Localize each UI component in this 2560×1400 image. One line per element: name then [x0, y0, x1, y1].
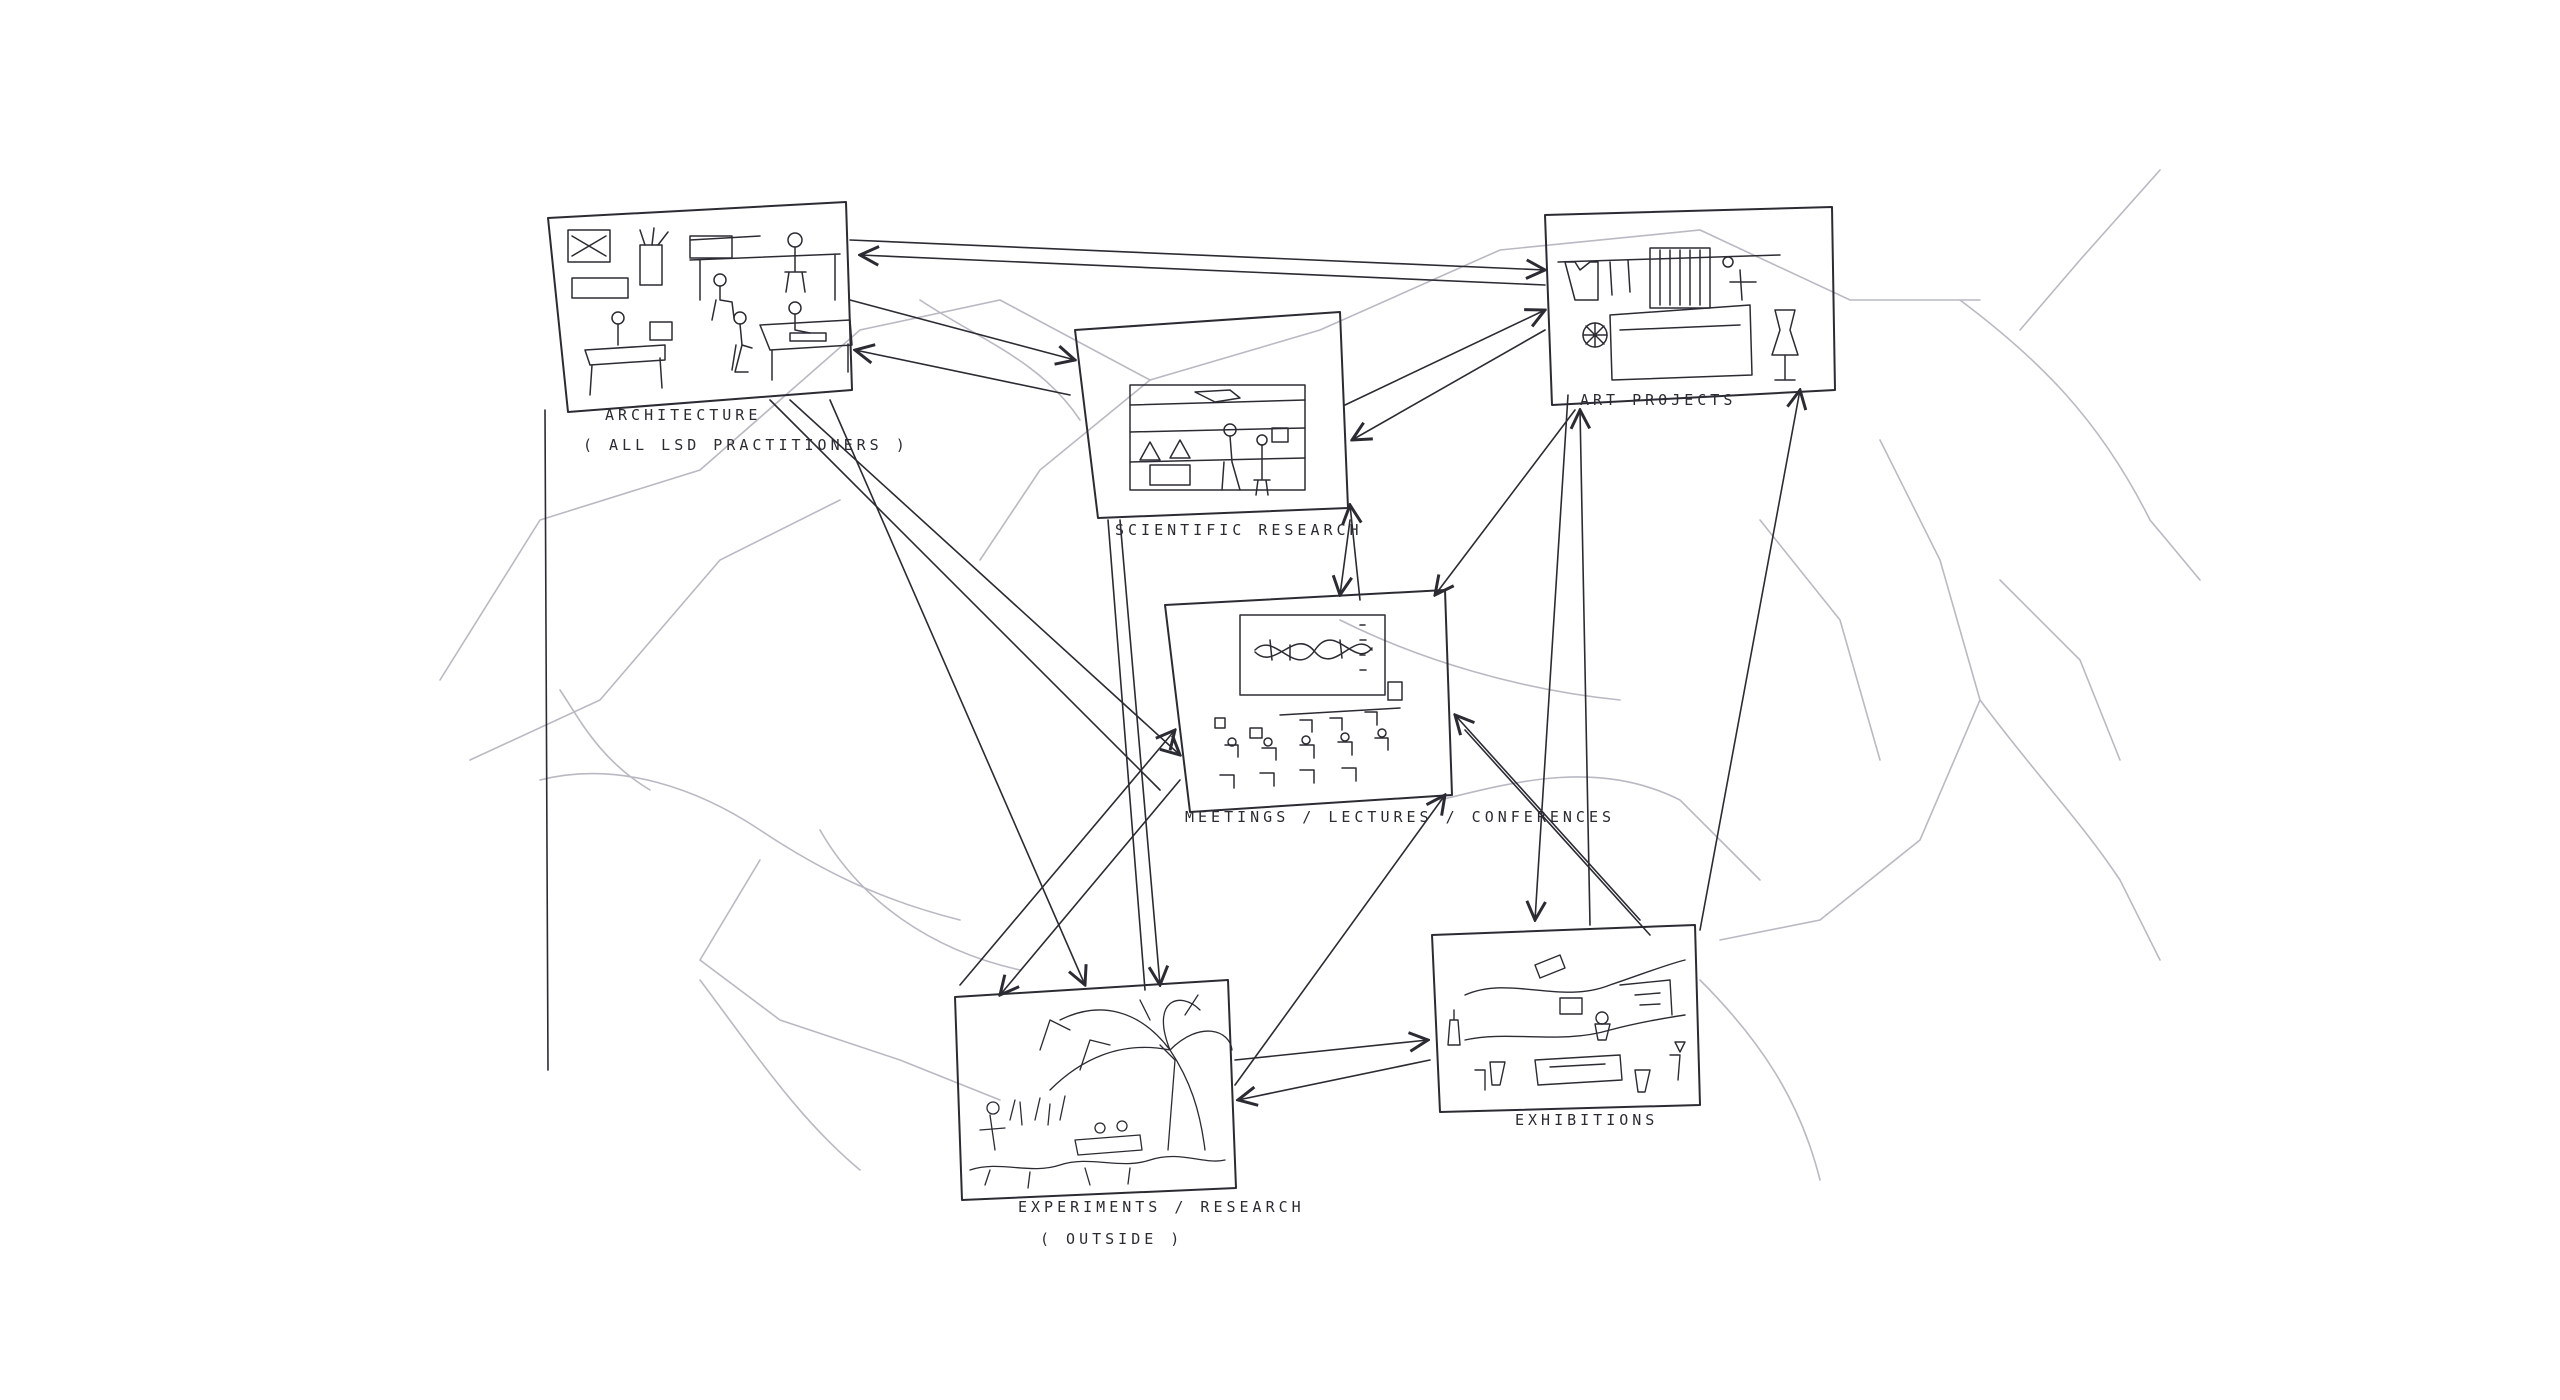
drawing-art-studio	[1557, 247, 1799, 381]
arrow-meetings-to-scientific	[1350, 505, 1360, 601]
line-experiments-to-scientific	[1107, 519, 1146, 991]
arrow-scientific-to-experiments	[1119, 519, 1160, 985]
connection-arrows	[544, 239, 1800, 1100]
sketch-frame	[1074, 311, 1349, 519]
node-label-line-1: EXPERIMENTS / RESEARCH	[1018, 1198, 1305, 1216]
drawing-exhibition-space	[1447, 954, 1686, 1093]
line-architecture-left	[544, 409, 549, 1071]
node-exhibitions: EXHIBITIONS	[1431, 924, 1701, 1129]
node-label-line-1: ART PROJECTS	[1580, 391, 1736, 409]
node-architecture: ARCHITECTURE ( ALL LSD PRACTITIONERS )	[547, 201, 909, 454]
node-label-line-1: MEETINGS / LECTURES / CONFERENCES	[1185, 808, 1615, 826]
drawing-architecture-studio	[567, 227, 853, 396]
arrow-exhibitions-to-experiments	[1238, 1059, 1431, 1100]
drawing-lecture-hall	[1214, 614, 1403, 789]
sketch-frame	[1544, 206, 1836, 406]
sketch-frame	[954, 979, 1237, 1201]
node-label-line-1: ARCHITECTURE	[605, 406, 761, 424]
arrow-art-to-scientific	[1352, 329, 1546, 440]
node-meetings: MEETINGS / LECTURES / CONFERENCES	[1164, 589, 1615, 826]
arrow-scientific-to-art	[1344, 310, 1545, 406]
line-meetings-to-exhibitions	[1464, 729, 1651, 936]
background-pencil-traces	[439, 169, 2201, 1181]
arrow-scientific-to-meetings	[1340, 519, 1350, 595]
node-scientific-research: SCIENTIFIC RESEARCH	[1074, 311, 1363, 539]
node-label-line-1: SCIENTIFIC RESEARCH	[1115, 521, 1363, 539]
sketch-frame	[1431, 924, 1701, 1113]
node-label-line-2: ( ALL LSD PRACTITIONERS )	[583, 436, 909, 454]
arrow-experiments-to-exhibitions	[1234, 1040, 1428, 1061]
drawing-laboratory	[1129, 384, 1306, 496]
arrow-art-to-exhibitions	[1535, 394, 1569, 920]
arrow-meetings-to-experiments	[1000, 779, 1181, 995]
line-architecture-to-meetings	[769, 399, 1161, 791]
drawing-outdoor-landscape	[969, 994, 1233, 1189]
arrow-exhibitions-to-art-2	[1699, 390, 1800, 931]
node-art-projects: ART PROJECTS	[1544, 206, 1836, 409]
arrow-scientific-to-architecture	[855, 350, 1071, 396]
arrow-experiments-to-meetings-2	[1234, 795, 1445, 1086]
arrow-art-to-architecture	[860, 255, 1546, 286]
arrow-art-to-meetings	[1435, 409, 1576, 595]
node-label-line-2: ( OUTSIDE )	[1040, 1230, 1183, 1248]
arrow-architecture-to-art	[849, 239, 1545, 270]
node-experiments: EXPERIMENTS / RESEARCH ( OUTSIDE )	[954, 979, 1305, 1248]
node-label-line-1: EXHIBITIONS	[1515, 1111, 1658, 1129]
arrow-experiments-to-meetings	[959, 730, 1175, 986]
arrow-exhibitions-to-art	[1580, 410, 1590, 926]
arrow-architecture-to-scientific	[849, 299, 1075, 360]
arrow-exhibitions-to-meetings	[1455, 715, 1641, 921]
sketch-frame	[547, 201, 853, 413]
arrow-architecture-to-experiments	[829, 399, 1085, 985]
sketch-frame	[1164, 589, 1453, 813]
arrow-architecture-to-meetings	[789, 399, 1180, 755]
